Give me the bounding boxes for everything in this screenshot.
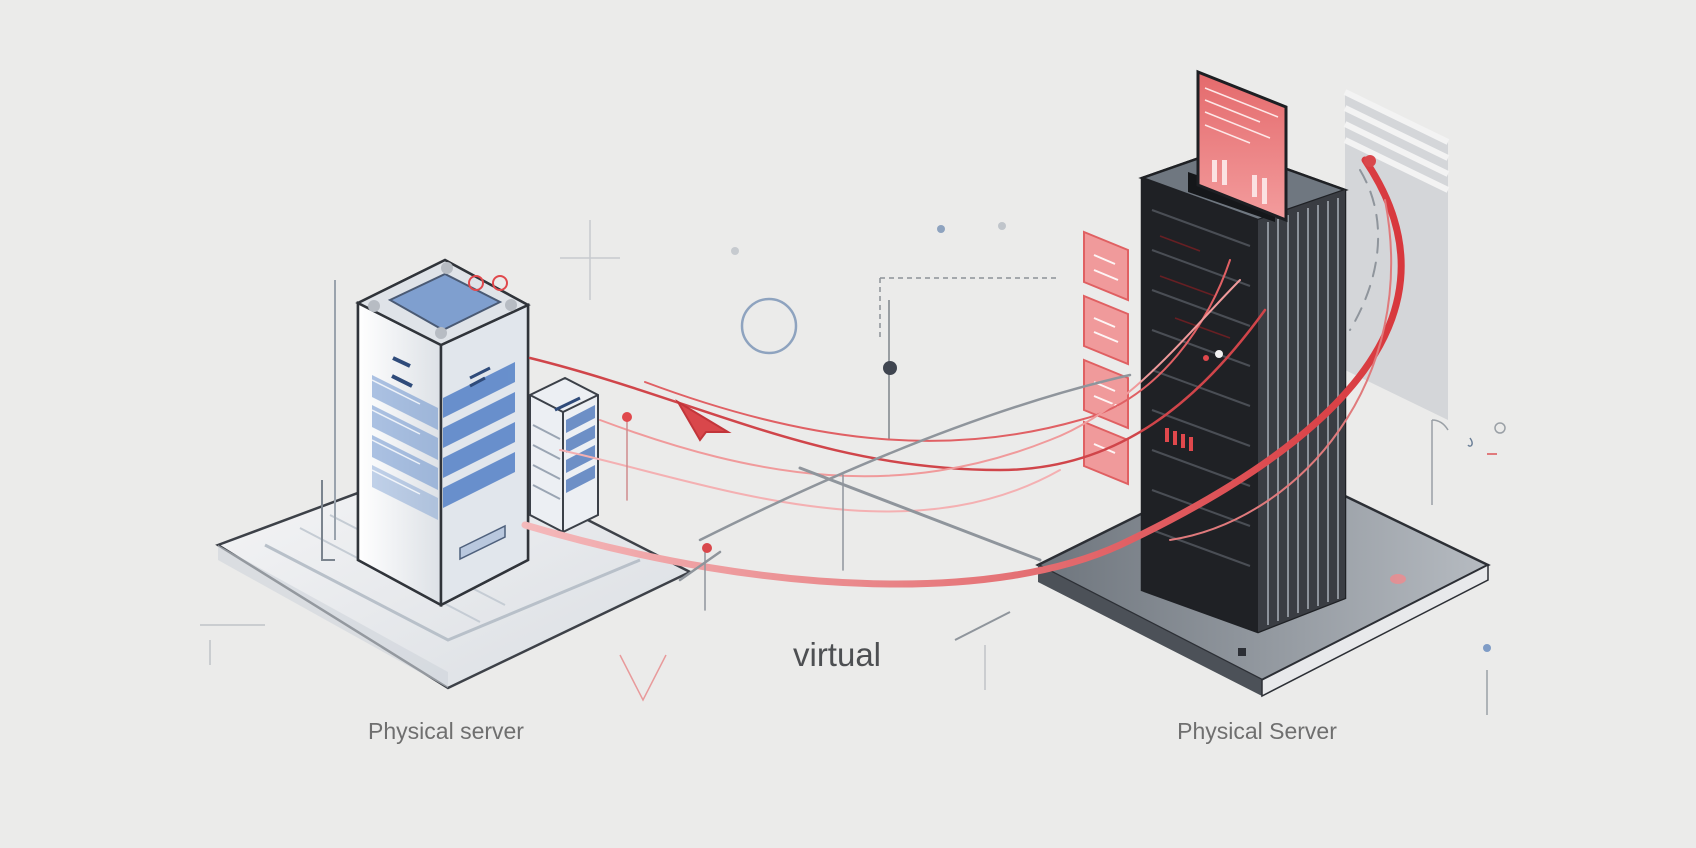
- physical-server-icon: [355, 258, 531, 608]
- ring-icon: [740, 297, 798, 355]
- right-server-label: Physical Server: [1177, 718, 1337, 744]
- direction-arrow-icon: [675, 399, 732, 442]
- monitor-screen: [1196, 69, 1288, 223]
- red-node: [1364, 155, 1376, 167]
- background-decor: [200, 220, 1488, 715]
- left-server-label: Physical server: [368, 718, 524, 744]
- red-node: [622, 412, 632, 422]
- virtual-label: virtual: [792, 636, 882, 673]
- connection-arcs: [521, 156, 1405, 611]
- storage-unit-icon: [529, 376, 599, 534]
- virtual-panels: [1083, 230, 1129, 486]
- v-mark: [619, 654, 667, 702]
- node-dot: [883, 361, 897, 375]
- red-node: [702, 543, 712, 553]
